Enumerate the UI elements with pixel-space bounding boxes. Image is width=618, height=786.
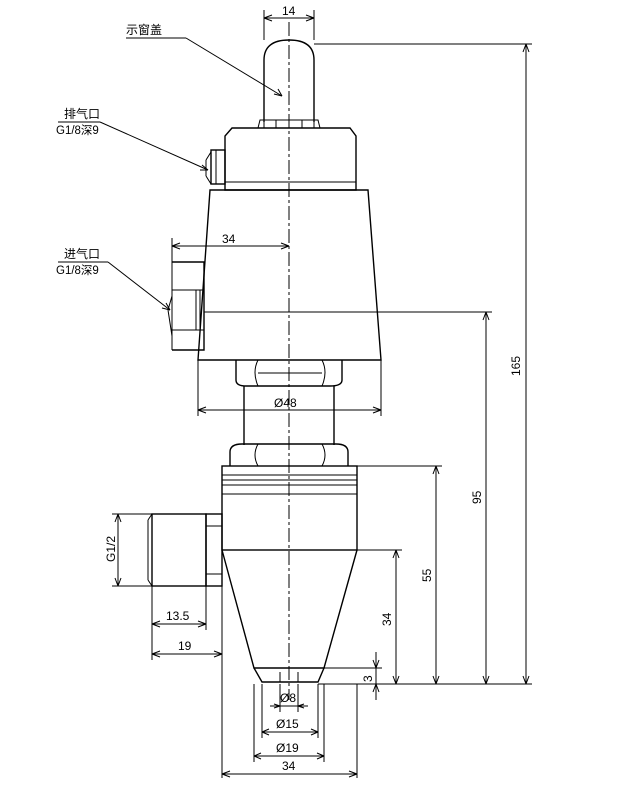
- inlet-thread-label: G1/8深9: [56, 263, 99, 277]
- dim-thread-length: [151, 586, 207, 630]
- window-cover-label: 示窗盖: [126, 23, 162, 37]
- dim-inlet-offset: [171, 238, 290, 262]
- dim-height-3: [372, 652, 380, 700]
- dim-dia-19-label: Ø19: [276, 741, 299, 755]
- exhaust-port-boss: [205, 149, 226, 185]
- dim-thread-length-label: 13.5: [166, 609, 190, 623]
- upper-hex-nut: [235, 359, 343, 387]
- dim-total-height: [314, 43, 532, 685]
- dim-top-width: [263, 10, 315, 40]
- dim-height-3-label: 3: [361, 675, 375, 682]
- dim-top-width-label: 14: [282, 4, 296, 18]
- dim-height-55: [357, 465, 442, 685]
- dim-body-diameter-label: Ø48: [274, 396, 297, 410]
- exhaust-thread-label: G1/8深9: [56, 123, 99, 137]
- window-cover-cap: [257, 39, 321, 129]
- dim-side-offset: [151, 586, 223, 778]
- dim-bottom-width-label: 34: [282, 759, 296, 773]
- inlet-port-boss: [167, 261, 205, 351]
- dim-height-95-label: 95: [470, 490, 484, 504]
- lower-body: [221, 465, 358, 683]
- dim-height-34: [357, 549, 402, 685]
- dim-dia-8-label: Ø8: [280, 691, 296, 705]
- dim-dia-15-label: Ø15: [276, 717, 299, 731]
- dim-height-95: [204, 311, 492, 685]
- lower-hex-nut: [229, 443, 349, 467]
- exhaust-port-label: 排气口: [64, 106, 100, 121]
- dim-bottom-diameters: [221, 684, 358, 778]
- side-thread-port: [147, 513, 223, 587]
- dim-inlet-offset-label: 34: [222, 232, 236, 246]
- dim-side-thread: [112, 513, 152, 587]
- dim-total-height-label: 165: [509, 356, 523, 376]
- dim-height-34-label: 34: [380, 612, 394, 626]
- inlet-port-label: 进气口: [64, 246, 100, 261]
- dim-side-thread-label: G1/2: [104, 536, 118, 562]
- upper-housing: [224, 127, 357, 191]
- stem: [243, 386, 335, 445]
- dim-height-55-label: 55: [420, 568, 434, 582]
- dim-side-offset-label: 19: [178, 639, 192, 653]
- dim-body-diameter: [197, 360, 382, 416]
